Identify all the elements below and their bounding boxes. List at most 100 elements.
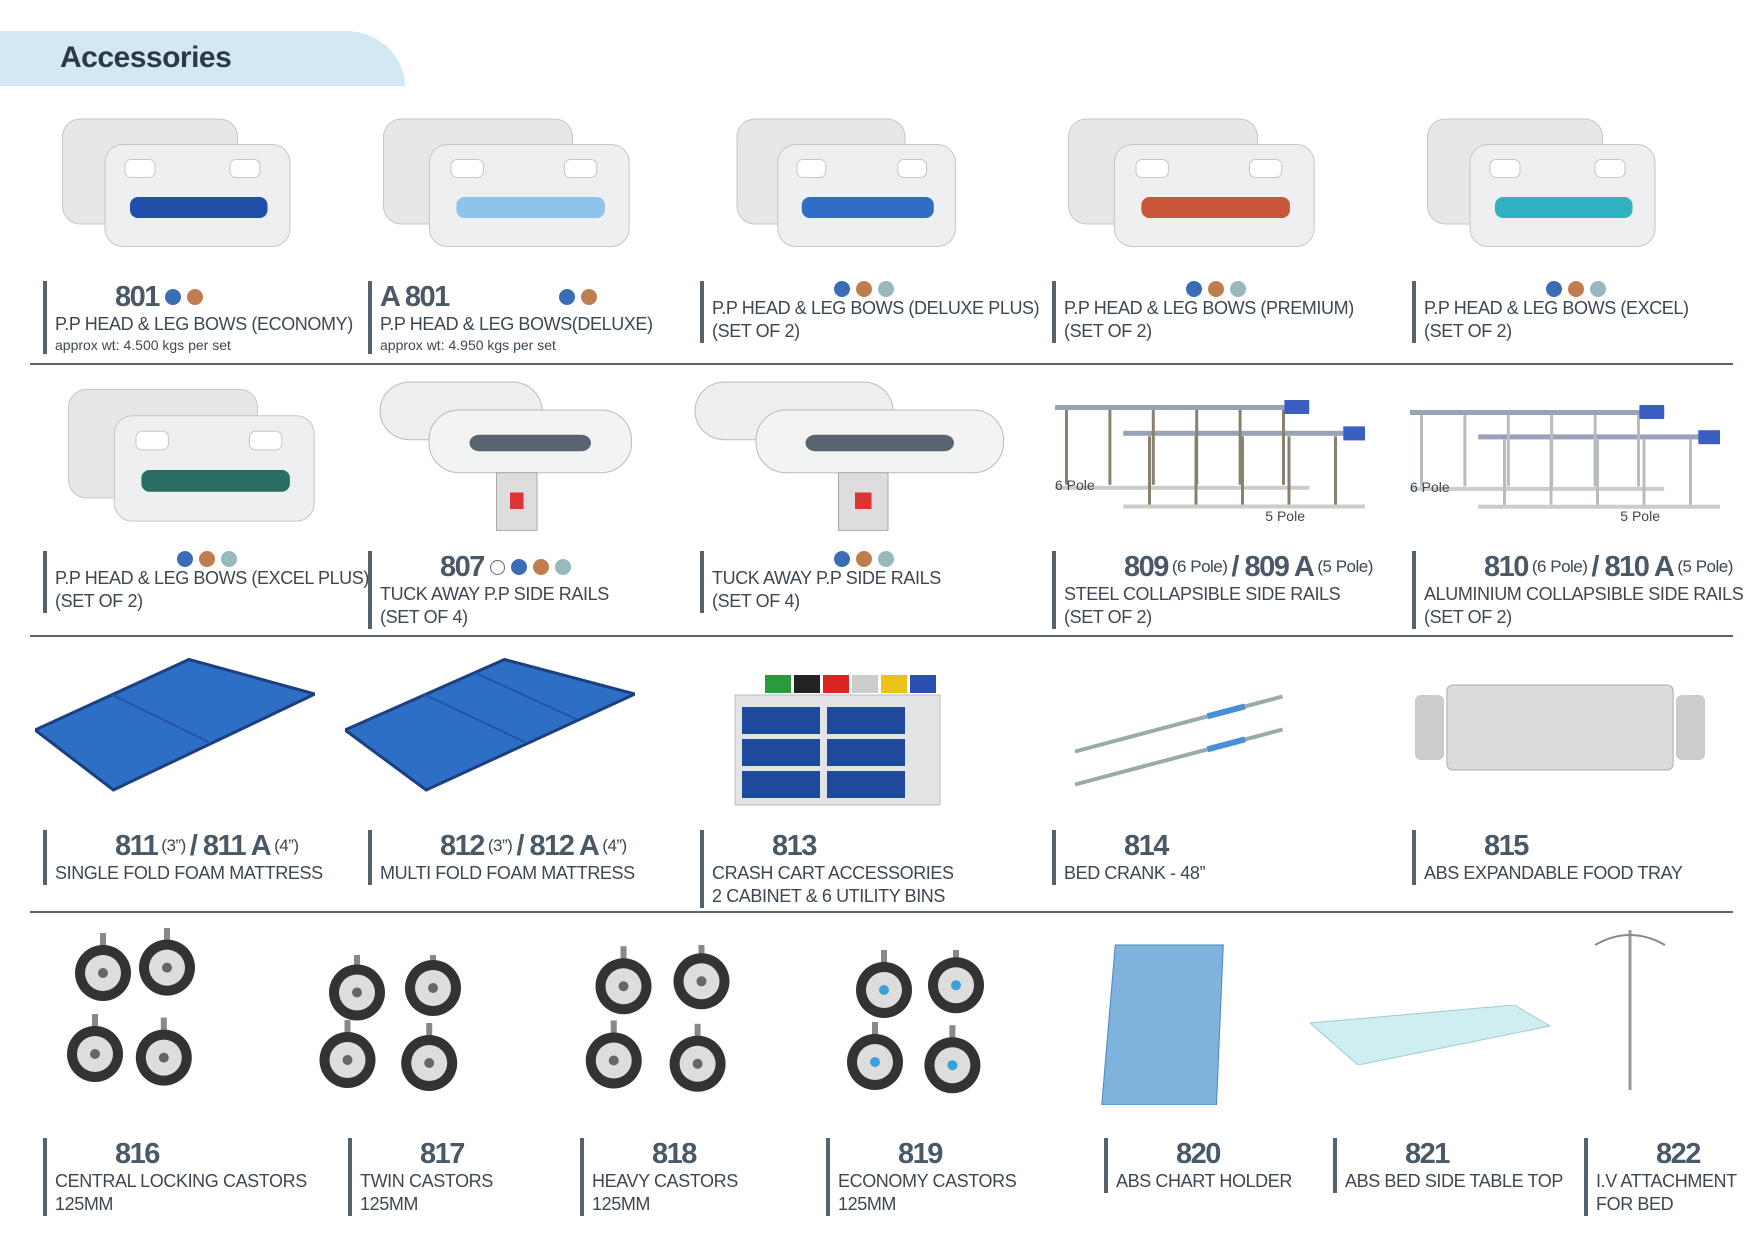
product-description: P.P HEAD & LEG BOWS(DELUXE) (380, 314, 653, 334)
code-number: 819 (898, 1138, 943, 1170)
product-description: (SET OF 4) (712, 591, 800, 611)
code-note: (3”) (161, 836, 186, 855)
code-number: A 801 (380, 281, 450, 313)
code-note: (4”) (274, 836, 299, 855)
product-code: 817 (360, 1138, 493, 1170)
product-label: TUCK AWAY P.P SIDE RAILS(SET OF 4) (700, 551, 941, 613)
product-code: 814 (1064, 830, 1205, 862)
table-top-image (1308, 1004, 1552, 1070)
product-code (55, 551, 369, 567)
product-code: 813 (712, 830, 954, 862)
code-number: 822 (1656, 1138, 1701, 1170)
product-code: 809(6 Pole)/ 809 A(5 Pole) (1064, 551, 1373, 583)
code-number: 814 (1124, 830, 1169, 862)
code-number: / 812 A (516, 830, 599, 862)
product-description: HEAVY CASTORS (592, 1171, 738, 1191)
code-number: 816 (115, 1138, 160, 1170)
product-description: MULTI FOLD FOAM MATTRESS (380, 863, 635, 883)
blue-color-dot (558, 289, 575, 305)
product-description: STEEL COLLAPSIBLE SIDE RAILS (1064, 584, 1341, 604)
blue-color-dot (1546, 281, 1562, 297)
bows-premium-image (1055, 107, 1325, 262)
product-code: 811(3”)/ 811 A(4”) (55, 830, 323, 862)
product-description: (SET OF 2) (1064, 321, 1152, 341)
product-code: 819 (838, 1138, 1016, 1170)
teal-color-dot (878, 281, 894, 297)
brown-color-dot (186, 289, 203, 305)
mattress-single-image (32, 652, 320, 807)
product-code: 818 (592, 1138, 738, 1170)
code-number: 820 (1176, 1138, 1221, 1170)
page-title: Accessories (60, 41, 232, 74)
castors-central-image (55, 927, 215, 1113)
section-header-tab: Accessories (0, 31, 405, 86)
code-number: / 811 A (189, 830, 272, 862)
code-note: (4”) (602, 836, 627, 855)
product-code: 820 (1116, 1138, 1292, 1170)
brown-color-dot (856, 281, 872, 297)
steel-rails-image: 6 Pole 5 Pole (1055, 400, 1365, 524)
pole-label: 6 Pole (1055, 477, 1095, 493)
product-label: 809(6 Pole)/ 809 A(5 Pole)STEEL COLLAPSI… (1052, 551, 1373, 629)
teal-color-dot (1590, 281, 1606, 297)
brown-color-dot (1568, 281, 1584, 297)
row-divider (30, 363, 1733, 365)
product-description: TUCK AWAY P.P SIDE RAILS (380, 584, 609, 604)
product-label: 811(3”)/ 811 A(4”)SINGLE FOLD FOAM MATTR… (43, 830, 323, 885)
tuck-rails-image (375, 377, 645, 547)
blue-color-dot (510, 559, 527, 575)
bows-excel-image (1415, 107, 1665, 262)
product-description: 125MM (592, 1194, 651, 1214)
blue-color-dot (1186, 281, 1202, 297)
blue-color-dot (177, 551, 193, 567)
product-description: (SET OF 2) (1064, 607, 1152, 627)
chart-holder-image (1095, 940, 1230, 1110)
product-description: 125MM (360, 1194, 419, 1214)
white-color-dot (489, 559, 505, 575)
brown-color-dot (532, 559, 549, 575)
row-divider (30, 911, 1733, 913)
alu-rails-image: 6 Pole 5 Pole (1410, 405, 1720, 524)
blue-color-dot (834, 281, 850, 297)
brown-color-dot (199, 551, 215, 567)
product-code: 822 (1596, 1138, 1737, 1170)
code-number: / 810 A (1591, 551, 1674, 583)
brown-color-dot (856, 551, 872, 567)
product-label: P.P HEAD & LEG BOWS (PREMIUM) (SET OF 2) (1052, 281, 1354, 343)
product-description: (SET OF 2) (712, 321, 800, 341)
crank-image (1070, 680, 1320, 795)
product-description: ABS BED SIDE TABLE TOP (1345, 1171, 1563, 1191)
product-weight: approx wt: 4.950 kgs per set (380, 337, 556, 353)
code-note: (5 Pole) (1317, 557, 1373, 576)
product-description: FOR BED (1596, 1194, 1674, 1214)
code-note: (6 Pole) (1171, 557, 1228, 576)
product-description: ABS EXPANDABLE FOOD TRAY (1424, 863, 1683, 883)
blue-color-dot (834, 551, 850, 567)
product-description: SINGLE FOLD FOAM MATTRESS (55, 863, 323, 883)
product-label: P.P HEAD & LEG BOWS (EXCEL PLUS)(SET OF … (43, 551, 369, 613)
product-label: 810(6 Pole)/ 810 A(5 Pole)ALUMINIUM COLL… (1412, 551, 1744, 629)
pole-label: 6 Pole (1410, 478, 1450, 495)
cabinet-image (730, 675, 945, 815)
code-number: 807 (440, 551, 485, 583)
teal-color-dot (221, 551, 237, 567)
pole-label: 5 Pole (1265, 507, 1305, 524)
product-code (712, 281, 1039, 297)
blue-color-dot (164, 289, 181, 305)
code-number: 801 (115, 281, 160, 313)
product-description: P.P HEAD & LEG BOWS (EXCEL) (1424, 298, 1689, 318)
product-description: P.P HEAD & LEG BOWS (PREMIUM) (1064, 298, 1354, 318)
pole-label: 5 Pole (1620, 507, 1660, 524)
code-number: 815 (1484, 830, 1529, 862)
product-description: (SET OF 2) (1424, 607, 1512, 627)
teal-color-dot (878, 551, 894, 567)
product-weight: approx wt: 4.500 kgs per set (55, 337, 231, 353)
product-description: 2 CABINET & 6 UTILITY BINS (712, 886, 946, 906)
